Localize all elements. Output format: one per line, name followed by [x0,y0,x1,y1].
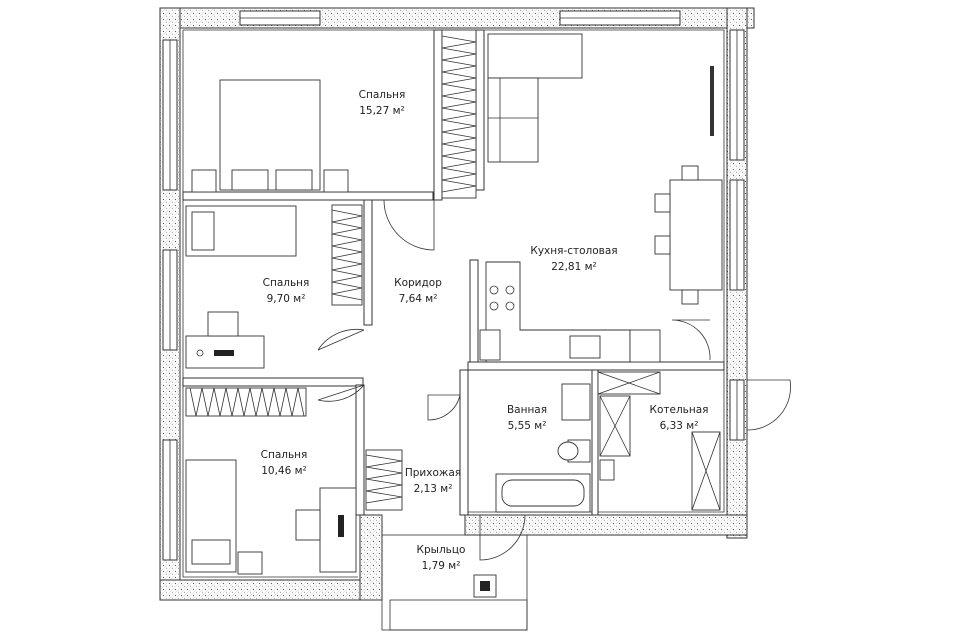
desk-bedroom3 [295,487,357,573]
desk-bedroom2 [185,311,265,369]
svg-text:Прихожая: Прихожая [405,467,461,479]
svg-text:5,55 м²: 5,55 м² [508,420,547,432]
room-label-hallway: Прихожая 2,13 м² [405,467,461,495]
room-label-corridor: Коридор 7,64 м² [394,277,442,305]
wardrobe-bedroom2 [331,204,363,306]
svg-text:Котельная: Котельная [650,404,709,416]
wardrobe-bedroom3 [185,387,307,417]
room-label-bathroom: Ванная 5,55 м² [507,404,547,432]
svg-text:10,46 м²: 10,46 м² [261,465,307,477]
porch [381,534,528,631]
room-label-porch: Крыльцо 1,79 м² [417,544,466,572]
boiler-units [597,371,721,511]
room-label-bedroom3: Спальня 10,46 м² [261,449,308,477]
wardrobe-hallway [365,449,403,511]
sofa-kitchen [487,33,583,163]
svg-text:Кухня-столовая: Кухня-столовая [530,245,617,257]
svg-text:Спальня: Спальня [263,277,310,289]
doors [317,199,791,561]
svg-text:9,70 м²: 9,70 м² [267,293,306,305]
toilet [557,439,591,463]
svg-text:1,79 м²: 1,79 м² [422,560,461,572]
room-label-kitchen: Кухня-столовая 22,81 м² [530,245,617,273]
svg-text:6,33 м²: 6,33 м² [660,420,699,432]
svg-text:Спальня: Спальня [359,89,406,101]
bed-bedroom3 [185,459,263,575]
room-label-bedroom1: Спальня 15,27 м² [359,89,406,117]
bed-bedroom1 [191,79,349,193]
room-label-boiler: Котельная 6,33 м² [650,404,709,432]
svg-text:Коридор: Коридор [394,277,442,289]
bed-bedroom2 [185,205,297,257]
interior-walls [182,29,725,516]
svg-text:2,13 м²: 2,13 м² [414,483,453,495]
svg-text:22,81 м²: 22,81 м² [551,261,597,273]
dining-table [654,165,723,305]
svg-text:Крыльцо: Крыльцо [417,544,466,556]
svg-text:15,27 м²: 15,27 м² [359,105,405,117]
bathtub [495,473,591,513]
wardrobe-bedroom1 [441,29,477,199]
room-label-bedroom2: Спальня 9,70 м² [263,277,310,305]
svg-text:Ванная: Ванная [507,404,547,416]
sink-bathroom [561,383,591,421]
tv-kitchen [710,66,714,136]
kitchen-counter [479,261,661,363]
svg-text:Спальня: Спальня [261,449,308,461]
svg-text:7,64 м²: 7,64 м² [399,293,438,305]
windows [162,10,745,561]
